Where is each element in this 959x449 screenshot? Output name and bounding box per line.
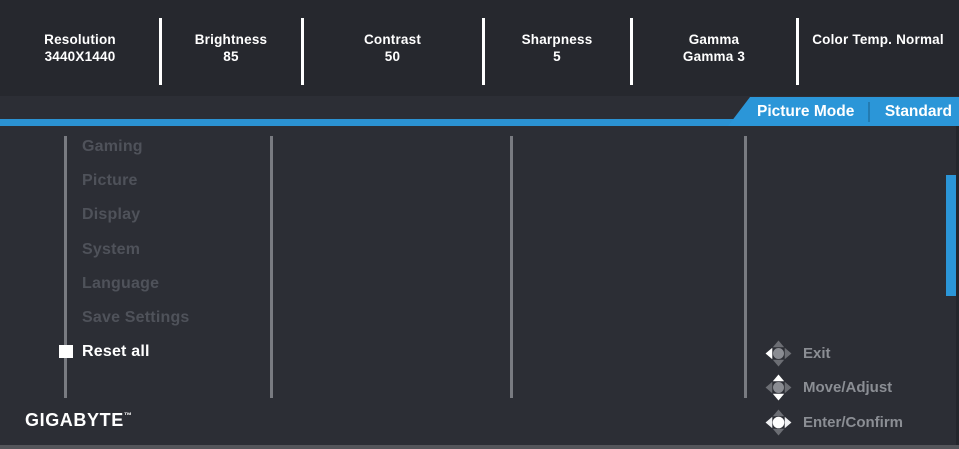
status-divider [796, 18, 799, 85]
legend-exit: Exit [764, 336, 903, 371]
legend-move-adjust: Move/Adjust [764, 371, 903, 406]
status-label: Color Temp. Normal [812, 32, 944, 47]
status-value: 3440X1440 [44, 49, 116, 64]
menu-item-gaming[interactable]: Gaming [82, 138, 143, 155]
trademark-symbol: ™ [123, 411, 132, 420]
center-button [772, 416, 785, 429]
status-label: Resolution [44, 32, 116, 47]
up-arrow [772, 340, 785, 348]
status-divider [301, 18, 304, 85]
status-resolution: Resolution 3440X1440 [0, 0, 160, 96]
center-button [773, 382, 784, 394]
status-brightness: Brightness 85 [160, 0, 302, 96]
menu-item-save-settings[interactable]: Save Settings [82, 308, 190, 326]
right-arrow [784, 416, 792, 428]
menu-item-reset-all[interactable]: Reset all [82, 343, 150, 361]
status-contrast: Contrast 50 [302, 0, 483, 96]
main-menu: Gaming Picture Display System Language S… [82, 130, 190, 369]
hint-label: Enter/Confirm [803, 413, 904, 431]
status-color-temp: Color Temp. Normal [797, 0, 959, 96]
joystick-legend: Exit Move/Adjust Enter/Confirm [764, 336, 903, 440]
status-value: 50 [384, 49, 401, 64]
status-label: Gamma [688, 32, 740, 47]
picture-mode-value: Standard [884, 102, 952, 120]
scrollbar[interactable] [946, 175, 956, 296]
accent-line [0, 119, 959, 126]
joystick-left-icon [765, 340, 792, 367]
picture-mode-tab[interactable]: Picture Mode Standard [728, 97, 959, 126]
status-divider [482, 18, 485, 85]
menu-item-system[interactable]: System [82, 240, 141, 258]
status-value: 85 [223, 49, 239, 64]
status-bar: Resolution 3440X1440 Brightness 85 Contr… [0, 0, 959, 96]
selection-marker [59, 345, 73, 358]
right-arrow [784, 347, 792, 359]
status-gamma: Gamma Gamma 3 [631, 0, 797, 96]
status-label: Brightness [194, 32, 268, 47]
status-value: 5 [553, 49, 561, 64]
status-label: Contrast [363, 32, 422, 47]
bottom-edge-shade [0, 445, 959, 449]
down-arrow [772, 428, 785, 436]
status-value: Gamma 3 [682, 49, 746, 64]
gigabyte-logo: GIGABYTE™ [25, 410, 132, 431]
joystick-up-down-icon [765, 374, 792, 401]
column-divider [744, 136, 747, 398]
status-divider [159, 18, 162, 85]
right-edge-shade [956, 126, 959, 445]
column-divider [510, 136, 513, 398]
center-button [773, 347, 784, 359]
menu-item-picture[interactable]: Picture [82, 172, 138, 190]
right-arrow [784, 382, 792, 394]
status-sharpness: Sharpness 5 [483, 0, 631, 96]
logo-text: GIGABYTE [25, 410, 124, 430]
up-arrow [772, 374, 785, 382]
joystick-press-icon [765, 409, 792, 436]
status-divider [630, 18, 633, 85]
menu-item-language[interactable]: Language [82, 274, 160, 292]
hint-label: Exit [803, 344, 831, 362]
left-arrow [765, 416, 773, 428]
up-arrow [772, 409, 785, 417]
hint-label: Move/Adjust [803, 379, 893, 397]
tab-divider [868, 101, 871, 122]
menu-item-display[interactable]: Display [82, 206, 141, 224]
left-arrow [765, 347, 773, 359]
down-arrow [772, 393, 785, 401]
column-divider [270, 136, 273, 398]
status-label: Sharpness [521, 32, 593, 47]
down-arrow [772, 359, 785, 367]
legend-enter-confirm: Enter/Confirm [764, 405, 903, 440]
left-arrow [765, 382, 773, 394]
column-divider [64, 136, 67, 398]
picture-mode-label: Picture Mode [757, 102, 855, 120]
